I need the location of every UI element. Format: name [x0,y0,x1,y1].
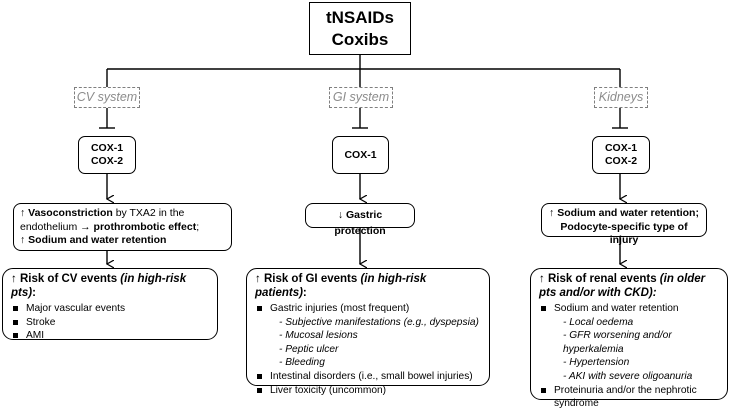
sub-list-item: - Peptic ulcer [279,343,339,355]
kidneys-cox-box: COX-1 COX-2 [592,136,650,174]
list-item: Stroke [11,316,209,330]
gi-risk-list: Gastric injuries (most frequent) - Subje… [255,302,481,397]
cv-effect-line1: ↑ Vasoconstriction by TXA2 in the endoth… [20,207,200,233]
list-item: Major vascular events [11,302,209,316]
kidneys-risk-box: ↑ Risk of renal events (in older pts and… [530,268,728,409]
list-item: AMI [11,329,209,343]
cv-cox-line1: COX-1 [90,142,124,154]
list-item: Proteinuria and/or the nephrotic syndrom… [539,384,719,411]
kidneys-risk-list: Sodium and water retention - Local oedem… [539,302,719,411]
sub-list-item: - Subjective manifestations (e.g., dyspe… [279,316,479,328]
cv-risk-list: Major vascular events Stroke AMI [11,302,209,343]
gi-system-label: GI system [329,87,393,108]
cv-effect-line2: ↑ Sodium and water retention [20,234,167,246]
kidneys-cox-line2: COX-2 [604,155,638,167]
cv-effect-box: ↑ Vasoconstriction by TXA2 in the endoth… [13,203,232,251]
gi-risk-box: ↑ Risk of GI events (in high-risk patien… [246,268,490,396]
gi-risk-heading: ↑ Risk of GI events (in high-risk patien… [255,273,427,299]
list-item: Intestinal disorders (i.e., small bowel … [255,370,481,384]
gi-effect-box: ↓ Gastric protection [305,203,415,237]
sub-list-item: - Hypertension [563,357,630,369]
cv-cox-box: COX-1 COX-2 [78,136,136,174]
cv-risk-box: ↑ Risk of CV events (in high-risk pts): … [2,268,218,343]
sub-list-item: - GFR worsening and/or hyperkalemia [563,330,672,355]
root-line1: tNSAIDs [325,8,394,27]
list-item: Sodium and water retention [539,302,719,316]
cv-risk-heading: ↑ Risk of CV events (in high-risk pts): [11,273,187,299]
kidneys-risk-heading: ↑ Risk of renal events (in older pts and… [539,273,706,299]
kidneys-effect-line2: Podocyte-specific type of injury [560,220,688,247]
kidneys-effect-box: ↑ Sodium and water retention; Podocyte-s… [541,203,707,246]
list-item: Gastric injuries (most frequent) [255,302,481,316]
prothrombotic-text: prothrombotic effect [93,220,197,233]
cv-cox-line2: COX-2 [90,155,124,167]
gi-effect-text: Gastric protection [334,209,386,237]
kidneys-system-label: Kidneys [594,87,648,108]
kidneys-effect-line1: ↑ Sodium and water retention; [549,207,699,219]
root-box: tNSAIDs Coxibs [309,2,411,55]
gi-cox-box: COX-1 [332,136,389,174]
cv-system-label: CV system [74,87,140,108]
kidneys-cox-line1: COX-1 [604,142,638,154]
vasoconstriction-text: Vasoconstriction [28,207,113,219]
sub-list-item: - Mucosal lesions [279,330,358,342]
sub-list-item: - AKI with severe oligoanuria [563,370,693,382]
gi-cox-line1: COX-1 [344,148,377,161]
list-item: Liver toxicity (uncommon) [255,384,481,398]
cv-sodium-text: Sodium and water retention [28,234,167,246]
root-line2: Coxibs [331,30,389,49]
sub-list-item: - Bleeding [279,357,325,369]
sub-list-item: - Local oedema [563,316,634,328]
